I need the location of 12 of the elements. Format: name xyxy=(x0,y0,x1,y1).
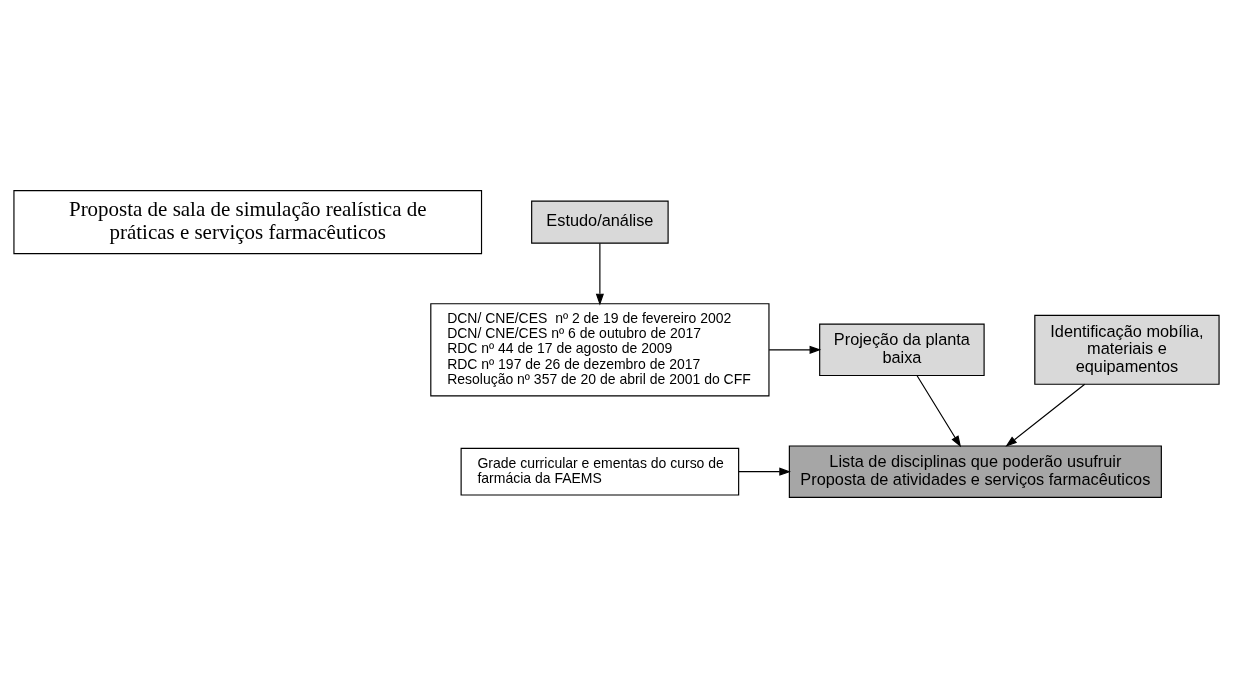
arrow xyxy=(768,345,822,354)
node-box: Projeção da planta baixa xyxy=(819,323,985,376)
node-box: DCN/ CNE/CES nº 2 de 19 de fevereiro 2002 DCN/ CNE/CES nº 6 de outubro de 2017 RDC nº 44 de 17 de agosto de 2009 RDC nº 197 de 26 de dezembro de 2017 Resolução nº 357 de 20 de abril de 2001 do CFF xyxy=(430,302,770,396)
arrow xyxy=(1005,383,1086,447)
arrow xyxy=(595,242,604,305)
node-box: Estudo/análise xyxy=(531,200,669,244)
arrow xyxy=(916,374,962,447)
node-box: Grade curricular e ementas do curso de farmácia da FAEMS xyxy=(460,447,740,496)
node-box: Identificação mobília, materiais e equipamentos xyxy=(1034,314,1220,385)
node-box: Lista de disciplinas que poderão usufruir Proposta de atividades e serviços farmacêuticos xyxy=(788,444,1162,498)
node-box: Proposta de sala de simulação realística de práticas e serviços farmacêuticos xyxy=(13,189,483,254)
arrow xyxy=(738,467,791,476)
